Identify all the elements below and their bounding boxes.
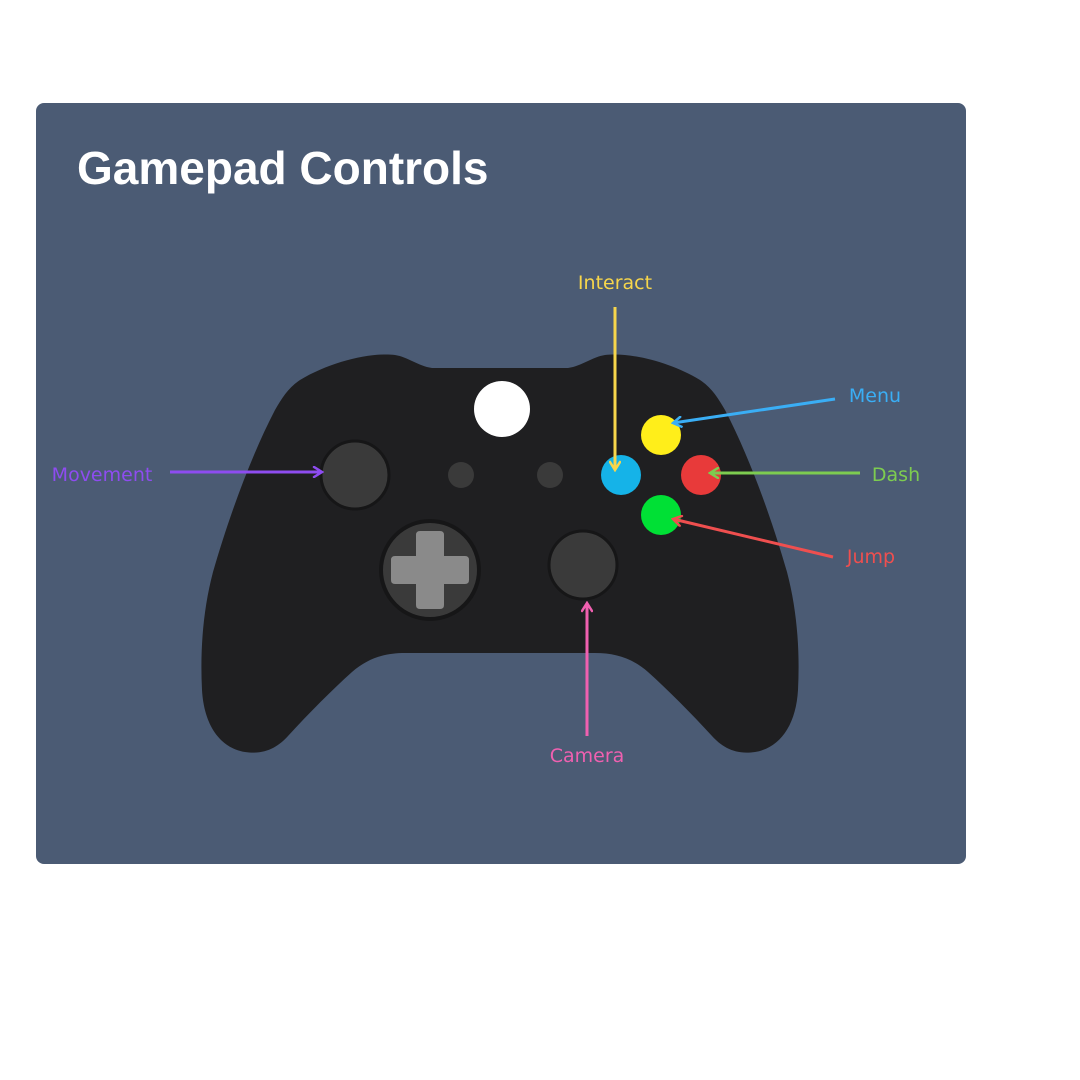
dash-label: Dash	[872, 464, 920, 486]
jump-arrow	[673, 519, 834, 559]
button-a	[641, 495, 681, 535]
camera-label: Camera	[550, 745, 625, 767]
button-x	[601, 455, 641, 495]
menu-arrow	[673, 397, 836, 423]
button-b	[681, 455, 721, 495]
left-stick	[319, 439, 391, 511]
movement-label: Movement	[52, 464, 153, 486]
dpad-cross	[391, 531, 469, 609]
interact-label: Interact	[578, 272, 652, 294]
page-title: Gamepad Controls	[77, 142, 489, 194]
menu-label: Menu	[849, 385, 901, 407]
view-button	[448, 462, 474, 488]
jump-label: Jump	[846, 546, 895, 568]
right-stick	[547, 529, 619, 601]
button-y	[641, 415, 681, 455]
menu-small-button	[537, 462, 563, 488]
home-button	[474, 381, 530, 437]
